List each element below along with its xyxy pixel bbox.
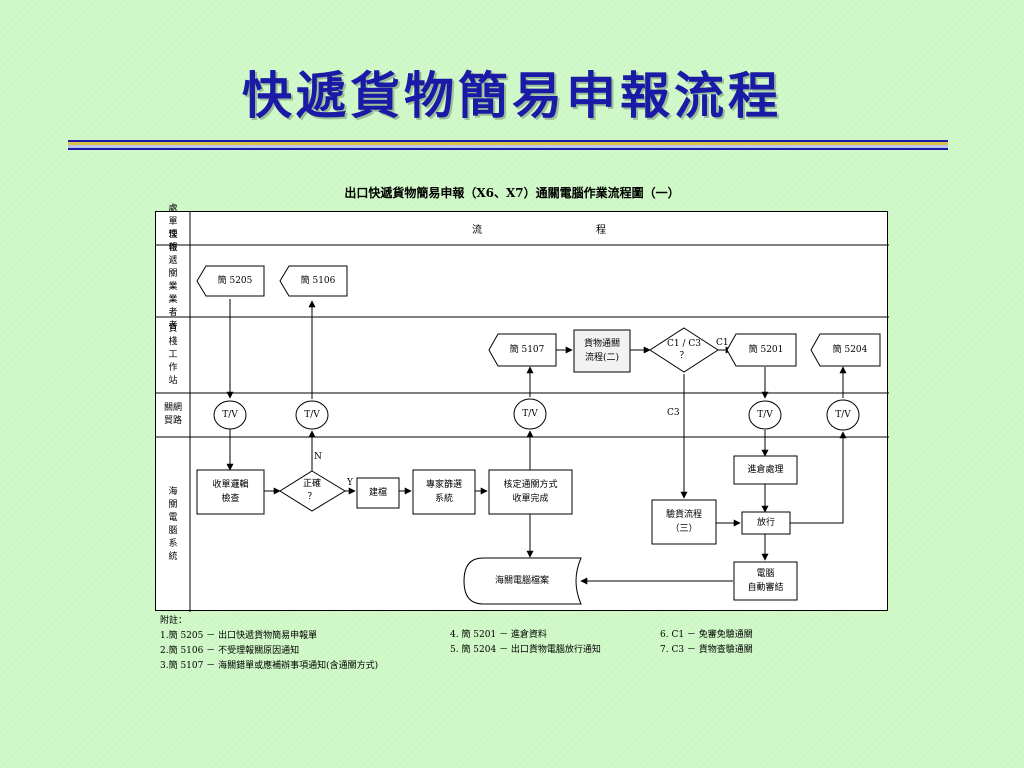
- title-rule: [68, 140, 948, 150]
- label-tv: T/V: [222, 410, 238, 420]
- node-file: [356, 477, 400, 509]
- lane-label-network: 關網貿路: [163, 403, 182, 426]
- node-jian5205: [196, 265, 265, 297]
- note-item: 2.簡 5106 － 不受理報關原因通知: [160, 646, 300, 656]
- node-tv: [513, 398, 547, 430]
- label-expert: 專家篩選 系統: [425, 480, 462, 504]
- header-flow-2: 程: [596, 225, 606, 236]
- title-rule-line: [68, 148, 948, 150]
- flow-nodes: [196, 265, 881, 605]
- lane-label-warehouse: 貨棧工作站: [168, 323, 178, 386]
- label-release: 放行: [756, 518, 775, 528]
- label-c1c3: C1 / C3 ？: [667, 339, 701, 361]
- node-jian5106: [279, 265, 348, 297]
- node-tv: [826, 399, 860, 431]
- node-warehouse: [733, 455, 798, 485]
- label-jian5205: 簡 5205: [217, 276, 253, 286]
- note-item: 3.簡 5107 － 海關錯單或應補辦事項通知(含通關方式): [160, 661, 379, 671]
- node-tv: [295, 400, 329, 430]
- node-release: [741, 511, 791, 535]
- edge-label-n: N: [314, 452, 322, 462]
- label-db: 海關電腦檔案: [494, 576, 549, 586]
- edge-label-y: Y: [347, 478, 353, 488]
- lane-grid: [156, 212, 889, 612]
- label-tv: T/V: [304, 410, 320, 420]
- notes-col-3: 6. C1 － 免審免驗通關 7. C3 － 貨物查驗通關: [660, 628, 753, 658]
- flowchart-frame: 處單理位 流 程 快報遞關業業者者 貨棧工作站 關網貿路 海關電腦系統 簡 52…: [155, 204, 889, 612]
- note-item: 5. 簡 5204 － 出口貨物電腦放行通知: [450, 645, 601, 655]
- label-correct: 正確 ？: [302, 479, 321, 502]
- flowchart-canvas: [156, 212, 889, 612]
- node-inspect: [651, 499, 717, 545]
- header-flow-1: 流: [472, 225, 482, 236]
- edge: [790, 431, 847, 524]
- label-warehouse: 進倉處理: [747, 465, 784, 475]
- notes-col-2: 4. 簡 5201 － 進倉資料 5. 簡 5204 － 出口貨物電腦放行通知: [450, 628, 601, 658]
- label-tv: T/V: [757, 410, 773, 420]
- label-jian5204: 簡 5204: [832, 345, 868, 355]
- flow-edges: [226, 299, 847, 585]
- label-inspect: 驗貨流程 （三）: [665, 510, 702, 534]
- node-cargo-proc: [573, 329, 631, 373]
- node-tv: [213, 400, 247, 430]
- label-jian5106: 簡 5106: [300, 276, 336, 286]
- label-auto-close: 電腦 自動審結: [747, 569, 784, 593]
- node-tv: [748, 400, 782, 430]
- node-expert: [412, 469, 476, 515]
- node-db: [463, 557, 582, 605]
- label-jian5107: 簡 5107: [509, 345, 545, 355]
- diagram-title: 出口快遞貨物簡易申報（X6、X7）通關電腦作業流程圖（一）: [344, 186, 680, 200]
- note-item: 7. C3 － 貨物查驗通關: [660, 645, 753, 655]
- node-jian5201: [726, 333, 797, 367]
- label-jian5201: 簡 5201: [748, 345, 784, 355]
- lane-label-courier: 快報遞關業業者者: [168, 230, 178, 331]
- node-receive-check: [196, 469, 265, 515]
- node-jian5107: [488, 333, 557, 367]
- note-item: 4. 簡 5201 － 進倉資料: [450, 630, 547, 640]
- node-correct: [279, 470, 346, 512]
- node-jian5204: [810, 333, 881, 367]
- node-auto-close: [733, 561, 798, 601]
- edge-label-c1: C1: [716, 338, 729, 348]
- label-cargo-proc: 貨物通關 流程(二): [583, 339, 620, 363]
- note-item: 1.簡 5205 － 出口快遞貨物簡易申報單: [160, 631, 318, 641]
- label-tv: T/V: [522, 409, 538, 419]
- node-c1c3: [649, 327, 719, 373]
- lane-label-customs: 海關電腦系統: [168, 486, 178, 562]
- note-item: 6. C1 － 免審免驗通關: [660, 630, 753, 640]
- node-method: [488, 469, 573, 515]
- label-tv: T/V: [835, 410, 851, 420]
- title-rule-line: [68, 140, 948, 142]
- label-receive-check: 收單邏輯 檢查: [212, 480, 249, 504]
- edge-label-c3: C3: [667, 408, 680, 418]
- label-file: 建檔: [368, 488, 387, 498]
- notes-col-1: 附註： 1.簡 5205 － 出口快遞貨物簡易申報單 2.簡 5106 － 不受…: [160, 614, 378, 674]
- notes-heading: 附註：: [160, 616, 188, 626]
- title-rule-line: [68, 145, 948, 148]
- label-method: 核定通關方式 收單完成: [503, 480, 558, 504]
- slide-title: 快遞貨物簡易申報流程: [242, 66, 782, 125]
- title-rule-line: [68, 142, 948, 145]
